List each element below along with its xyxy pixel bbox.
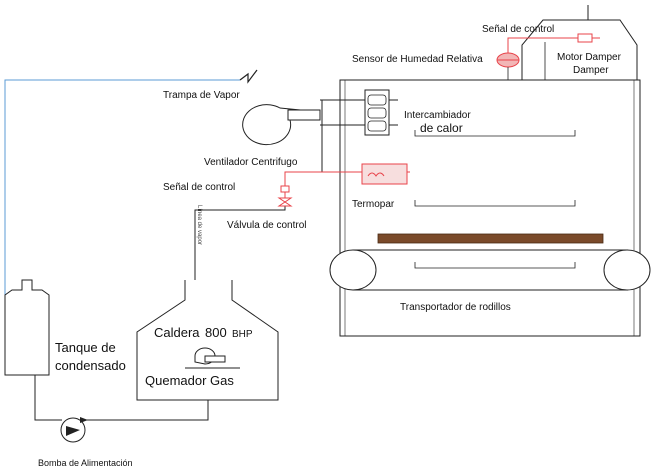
damper-housing bbox=[521, 19, 638, 80]
label-control-signal-top: Señal de control bbox=[482, 24, 554, 35]
conveyor-product bbox=[377, 233, 604, 244]
label-boiler-capacity: 800 bbox=[205, 325, 227, 340]
control-signal-line-top bbox=[507, 37, 578, 53]
label-thermocouple: Termopar bbox=[352, 199, 395, 210]
tray-3 bbox=[414, 262, 576, 269]
centrifugal-fan-icon bbox=[242, 104, 301, 146]
thermocouple-icon bbox=[361, 163, 408, 185]
label-fan: Ventilador Centrifugo bbox=[204, 157, 298, 168]
tray-1 bbox=[414, 130, 576, 137]
feed-pump-impeller bbox=[66, 426, 80, 436]
conveyor-roller-right bbox=[603, 249, 651, 291]
heat-exchanger-coil-2 bbox=[367, 107, 387, 119]
label-exchanger-2: de calor bbox=[420, 121, 463, 135]
thermocouple-coil bbox=[367, 172, 385, 177]
dryer-chamber bbox=[339, 79, 641, 337]
control-valve-icon bbox=[277, 197, 293, 207]
feed-pump-arrow bbox=[80, 417, 88, 423]
condensate-tank bbox=[4, 279, 50, 376]
valve-actuator bbox=[280, 185, 290, 193]
steam-trap-icon bbox=[239, 69, 258, 84]
heat-exchanger-coil-1 bbox=[367, 94, 387, 106]
label-steam-trap: Trampa de Vapor bbox=[163, 90, 240, 101]
label-tank-2: condensado bbox=[55, 358, 126, 373]
label-feed-pump: Bomba de Alimentación bbox=[38, 458, 133, 468]
label-tank-1: Tanque de bbox=[55, 340, 116, 355]
heat-exchanger-coil-3 bbox=[367, 120, 387, 132]
fan-outlet bbox=[287, 109, 321, 121]
label-conveyor: Transportador de rodillos bbox=[400, 302, 511, 313]
label-control-valve: Válvula de control bbox=[227, 220, 307, 231]
label-control-signal-left: Señal de control bbox=[163, 182, 235, 193]
motor-damper-actuator-icon bbox=[577, 33, 593, 43]
label-damper: Damper bbox=[573, 65, 609, 76]
feed-water-line-to-boiler bbox=[86, 400, 209, 421]
label-exchanger-1: Intercambiador bbox=[404, 110, 471, 121]
label-motor-damper: Motor Damper bbox=[557, 52, 622, 63]
tray-2 bbox=[414, 200, 576, 207]
heat-exchanger-icon bbox=[364, 89, 390, 136]
label-burner: Quemador Gas bbox=[145, 373, 234, 388]
label-boiler: Caldera bbox=[154, 325, 200, 340]
label-boiler-unit: BHP bbox=[232, 329, 253, 340]
condensate-return-line bbox=[4, 79, 240, 333]
conveyor-roller-left bbox=[329, 249, 377, 291]
feed-water-line bbox=[34, 375, 62, 421]
burner-outlet bbox=[204, 355, 226, 363]
label-humidity-sensor: Sensor de Humedad Relativa bbox=[352, 54, 483, 65]
label-steam-line-vertical: Línea de vapor bbox=[196, 205, 202, 245]
